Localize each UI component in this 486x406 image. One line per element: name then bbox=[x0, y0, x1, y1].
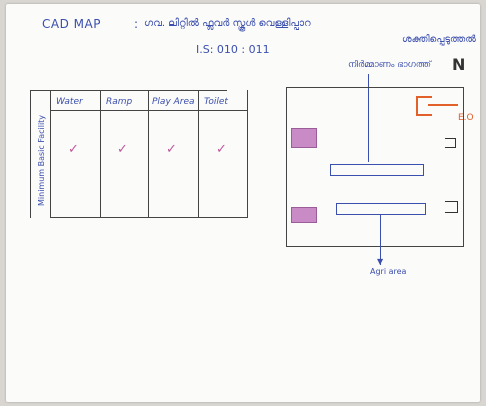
table-border-left bbox=[30, 90, 31, 218]
entrance-label: E.O bbox=[458, 113, 474, 123]
school-code: I.S: 010 : 011 bbox=[196, 43, 270, 56]
door-mark-bottom bbox=[445, 201, 458, 213]
table-divider bbox=[50, 90, 51, 218]
arrow-down-icon: ▼ bbox=[377, 257, 384, 266]
check-mark-toilet: ✓ bbox=[216, 142, 227, 157]
agri-access-line bbox=[380, 215, 381, 265]
check-mark-water: ✓ bbox=[68, 142, 79, 157]
table-top-line bbox=[30, 90, 227, 91]
facility-table: Minimum Basic Facility Water Ramp Play A… bbox=[30, 90, 248, 218]
check-mark-ramp: ✓ bbox=[117, 142, 128, 157]
page-title: CAD MAP bbox=[42, 17, 101, 31]
table-divider bbox=[148, 90, 149, 218]
table-bottom-line bbox=[50, 217, 247, 218]
column-header-water: Water bbox=[56, 97, 83, 107]
column-header-ramp: Ramp bbox=[106, 97, 133, 107]
room-marker-bottom bbox=[291, 207, 317, 223]
door-mark-top bbox=[445, 138, 456, 148]
entrance-arrow-line bbox=[428, 104, 458, 106]
road-access-line bbox=[368, 74, 369, 162]
row-label: Minimum Basic Facility bbox=[37, 114, 46, 206]
title-colon: : bbox=[134, 17, 139, 31]
table-divider bbox=[198, 90, 199, 218]
column-header-toilet: Toilet bbox=[204, 97, 228, 107]
agri-label: Agri area bbox=[370, 267, 407, 276]
table-border-right bbox=[247, 90, 248, 218]
site-plan bbox=[286, 87, 464, 247]
check-mark-play-area: ✓ bbox=[166, 142, 177, 157]
road-label: നിർമ്മാണം ഭാഗത്ത് bbox=[348, 60, 431, 70]
school-name: ഗവ. ലിറ്റിൽ ഫ്ലവർ സ്കൂൾ വെള്ളിപ്പാറ bbox=[144, 18, 311, 29]
column-header-play-area: Play Area bbox=[152, 97, 195, 107]
room-marker-top bbox=[291, 128, 317, 148]
entrance-marker bbox=[416, 96, 432, 116]
table-header-line bbox=[50, 110, 247, 111]
building-block-lower bbox=[336, 203, 426, 215]
building-block-upper bbox=[330, 164, 424, 176]
table-divider bbox=[100, 90, 101, 218]
north-arrow-icon: N bbox=[452, 55, 466, 74]
school-name-continued: ശക്തിപ്പെടുത്തൽ bbox=[402, 34, 476, 45]
